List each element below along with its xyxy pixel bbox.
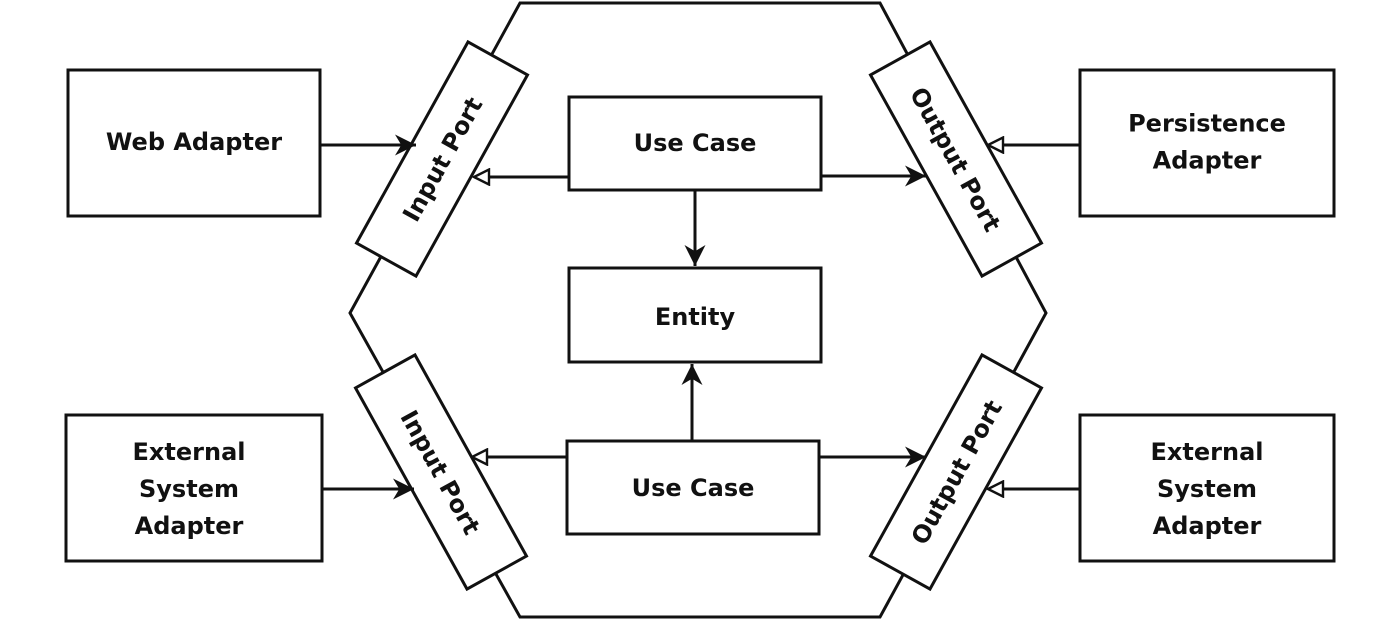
label-line: Use Case xyxy=(634,129,757,157)
label-line: Use Case xyxy=(632,474,755,502)
label-line: Web Adapter xyxy=(106,128,282,156)
label-line: System xyxy=(139,475,239,503)
label-line: Entity xyxy=(655,303,736,331)
entity-node: Entity xyxy=(567,266,823,364)
use-case-top-label: Use Case xyxy=(634,129,757,157)
use-case-top-node: Use Case xyxy=(567,95,823,192)
label-line: External xyxy=(133,438,246,466)
output-port-top-node: Output Port xyxy=(868,39,1044,279)
entity-label: Entity xyxy=(655,303,736,331)
web-adapter-label: Web Adapter xyxy=(106,128,282,156)
label-line: External xyxy=(1151,438,1264,466)
use-case-bottom-label: Use Case xyxy=(632,474,755,502)
label-line: Adapter xyxy=(1153,147,1262,175)
label-line: Adapter xyxy=(1153,512,1262,540)
label-line: System xyxy=(1157,475,1257,503)
web-adapter-node: Web Adapter xyxy=(66,68,322,218)
label-line: Persistence xyxy=(1128,110,1286,138)
label-line: Adapter xyxy=(135,512,244,540)
output-port-bottom-node: Output Port xyxy=(868,352,1044,592)
use-case-bottom-node: Use Case xyxy=(565,439,821,536)
